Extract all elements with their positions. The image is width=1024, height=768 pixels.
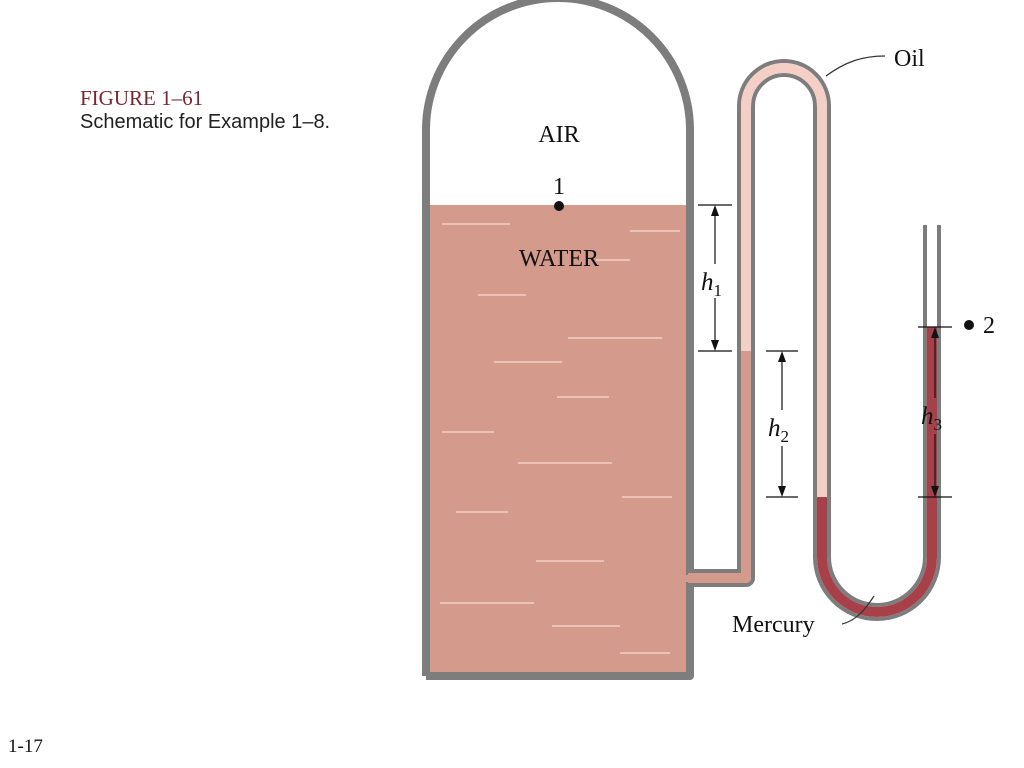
oil-leader-line xyxy=(825,55,886,77)
h2-subscript: 2 xyxy=(781,427,790,446)
h3-arrow-up xyxy=(931,327,939,338)
figure-subtitle: Schematic for Example 1–8. xyxy=(80,111,331,133)
page-number: 1-17 xyxy=(8,736,43,757)
tube-mercury xyxy=(817,327,937,617)
point-1-marker xyxy=(554,201,564,211)
point-2-marker xyxy=(964,320,974,330)
air-label: AIR xyxy=(538,122,579,148)
h3-arrow-down xyxy=(931,486,939,497)
h3-label: h3 xyxy=(921,403,942,434)
h2-label: h2 xyxy=(768,415,789,446)
tube-inner xyxy=(690,63,937,617)
h1-subscript: 1 xyxy=(714,281,723,300)
point-2-label: 2 xyxy=(983,313,995,339)
h2-arrow-up xyxy=(778,351,786,362)
tank-bottom-wall xyxy=(426,582,694,680)
h1-label: h1 xyxy=(701,269,722,300)
figure-caption: FIGURE 1–61 Schematic for Example 1–8. xyxy=(80,86,330,134)
mercury-leader-line xyxy=(841,595,875,625)
tube-water xyxy=(688,351,751,583)
tank-wall xyxy=(422,0,694,676)
h2-arrow-down xyxy=(778,486,786,497)
water-label: WATER xyxy=(519,246,599,272)
tube-oil xyxy=(741,63,827,497)
h1-arrow-down xyxy=(711,340,719,351)
mercury-label: Mercury xyxy=(732,612,815,638)
water-fill xyxy=(430,205,689,672)
tube-wall xyxy=(690,59,941,621)
oil-label: Oil xyxy=(894,46,925,72)
point-1-label: 1 xyxy=(553,174,565,200)
water-ripples xyxy=(440,223,680,654)
h1-arrow-up xyxy=(711,205,719,216)
h3-subscript: 3 xyxy=(934,415,943,434)
figure-title: FIGURE 1–61 xyxy=(80,86,204,110)
